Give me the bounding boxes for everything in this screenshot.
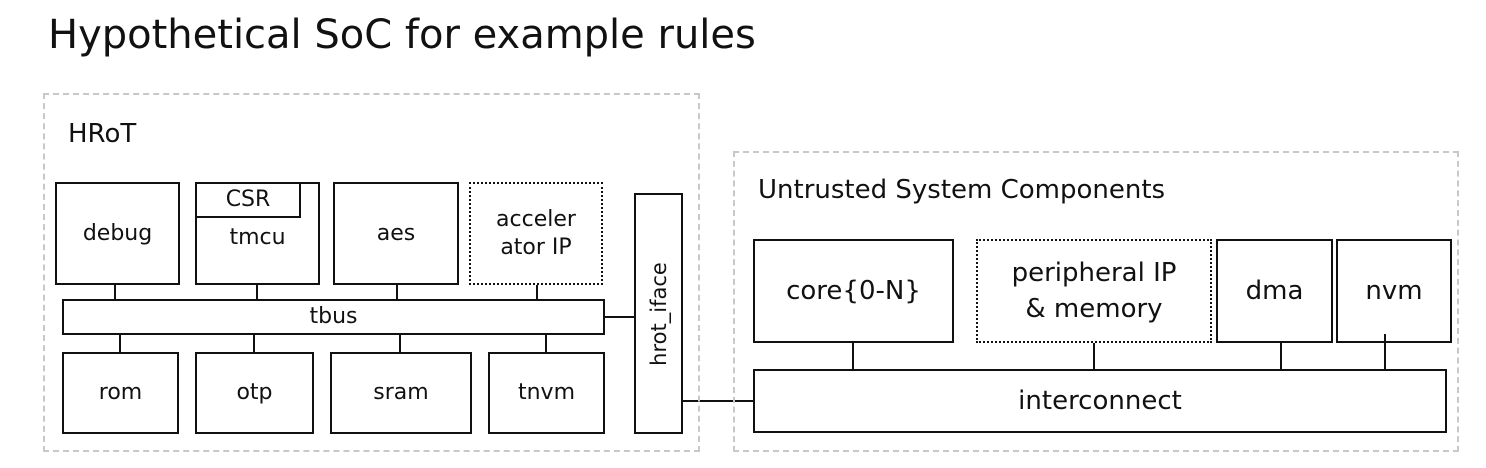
otp-label: otp bbox=[236, 380, 273, 405]
peripheral-ip-block: peripheral IP & memory bbox=[976, 239, 1212, 343]
aes-label: aes bbox=[376, 220, 416, 246]
rom-label: rom bbox=[98, 380, 143, 405]
sram-label: sram bbox=[373, 380, 429, 405]
sram-block: sram bbox=[330, 352, 472, 434]
csr-label: CSR bbox=[225, 187, 271, 212]
interconnect-label: interconnect bbox=[1018, 386, 1182, 416]
peripheral-ip-label: peripheral IP & memory bbox=[1011, 258, 1177, 324]
page-title: Hypothetical SoC for example rules bbox=[48, 12, 756, 58]
otp-block: otp bbox=[195, 352, 314, 434]
untrusted-label: Untrusted System Components bbox=[758, 175, 1166, 205]
nvm-block: nvm bbox=[1336, 239, 1452, 343]
tbus-bar: tbus bbox=[62, 299, 605, 335]
debug-block: debug bbox=[55, 182, 180, 285]
hrot-label: HRoT bbox=[68, 119, 137, 149]
aes-block: aes bbox=[333, 182, 459, 285]
interconnect-bar: interconnect bbox=[753, 369, 1447, 433]
accelerator-ip-label: acceler ator IP bbox=[496, 206, 576, 260]
debug-label: debug bbox=[82, 220, 153, 246]
tnvm-label: tnvm bbox=[517, 380, 576, 405]
dma-label: dma bbox=[1245, 276, 1304, 306]
tbus-label: tbus bbox=[309, 304, 358, 329]
dma-block: dma bbox=[1216, 239, 1333, 343]
rom-block: rom bbox=[62, 352, 179, 434]
tmcu-label: tmcu bbox=[229, 224, 286, 250]
hrot-iface-block: hrot_iface bbox=[634, 193, 683, 434]
nvm-label: nvm bbox=[1365, 276, 1423, 306]
hrot-region bbox=[43, 93, 700, 452]
core-block: core{0-N} bbox=[753, 239, 954, 343]
accelerator-ip-block: acceler ator IP bbox=[469, 182, 603, 285]
untrusted-region bbox=[733, 151, 1459, 452]
tnvm-block: tnvm bbox=[488, 352, 605, 434]
csr-block: CSR bbox=[195, 182, 301, 218]
core-label: core{0-N} bbox=[786, 276, 921, 306]
